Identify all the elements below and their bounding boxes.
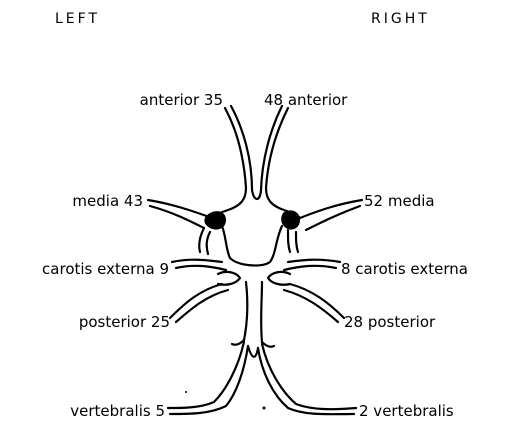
left-posterior-artery: [170, 284, 222, 318]
right-carotis-externa-label: 8 carotis externa: [341, 262, 468, 277]
right-posterior-label: 28 posterior: [344, 315, 435, 330]
right-posterior-artery: [290, 284, 344, 318]
left-carotid-stub-inner: [207, 232, 210, 254]
small-dot-2: [185, 391, 187, 393]
left-carotid-stub: [199, 228, 204, 252]
anterior-communicating-artery: [252, 190, 261, 199]
left-external-carotid: [172, 260, 222, 262]
right-carotid-stub: [288, 230, 290, 252]
right-external-carotid: [288, 260, 340, 262]
right-anterior-label: 48 anterior: [264, 93, 347, 108]
left-posterior-loop: [218, 272, 240, 285]
right-vertebralis-label: 2 vertebralis: [359, 404, 454, 419]
left-anterior-artery-inner: [231, 106, 252, 190]
right-anterior-artery-inner: [261, 106, 282, 190]
left-anterior-label: anterior 35: [140, 93, 223, 108]
vertebral-confluence: [248, 346, 258, 357]
basilar-artery-right: [261, 282, 262, 342]
left-vertebralis-label: vertebralis 5: [70, 404, 165, 419]
left-posterior-label: posterior 25: [79, 315, 170, 330]
small-dot-1: [263, 407, 266, 410]
basilar-branch-right: [262, 342, 274, 347]
right-media-label: 52 media: [364, 194, 435, 209]
left-media-label: media 43: [72, 194, 143, 209]
right-external-carotid-lower: [284, 266, 336, 270]
right-vertebral-artery-inner: [258, 348, 354, 414]
right-anterior-artery: [266, 108, 288, 188]
basilar-branch-left: [232, 340, 244, 345]
left-carotis-externa-label: carotis externa 9: [42, 262, 169, 277]
basilar-artery-left: [244, 282, 247, 340]
left-external-carotid-lower: [176, 266, 226, 270]
left-media-artery-lower: [150, 206, 204, 228]
central-body: [222, 226, 282, 265]
left-anterior-artery: [225, 108, 246, 188]
right-posterior-loop: [268, 272, 290, 285]
right-carotid-node: [281, 210, 300, 229]
right-media-artery-lower: [306, 206, 360, 230]
right-vertebral-artery: [262, 344, 356, 409]
right-carotid-stub-inner: [296, 232, 298, 252]
